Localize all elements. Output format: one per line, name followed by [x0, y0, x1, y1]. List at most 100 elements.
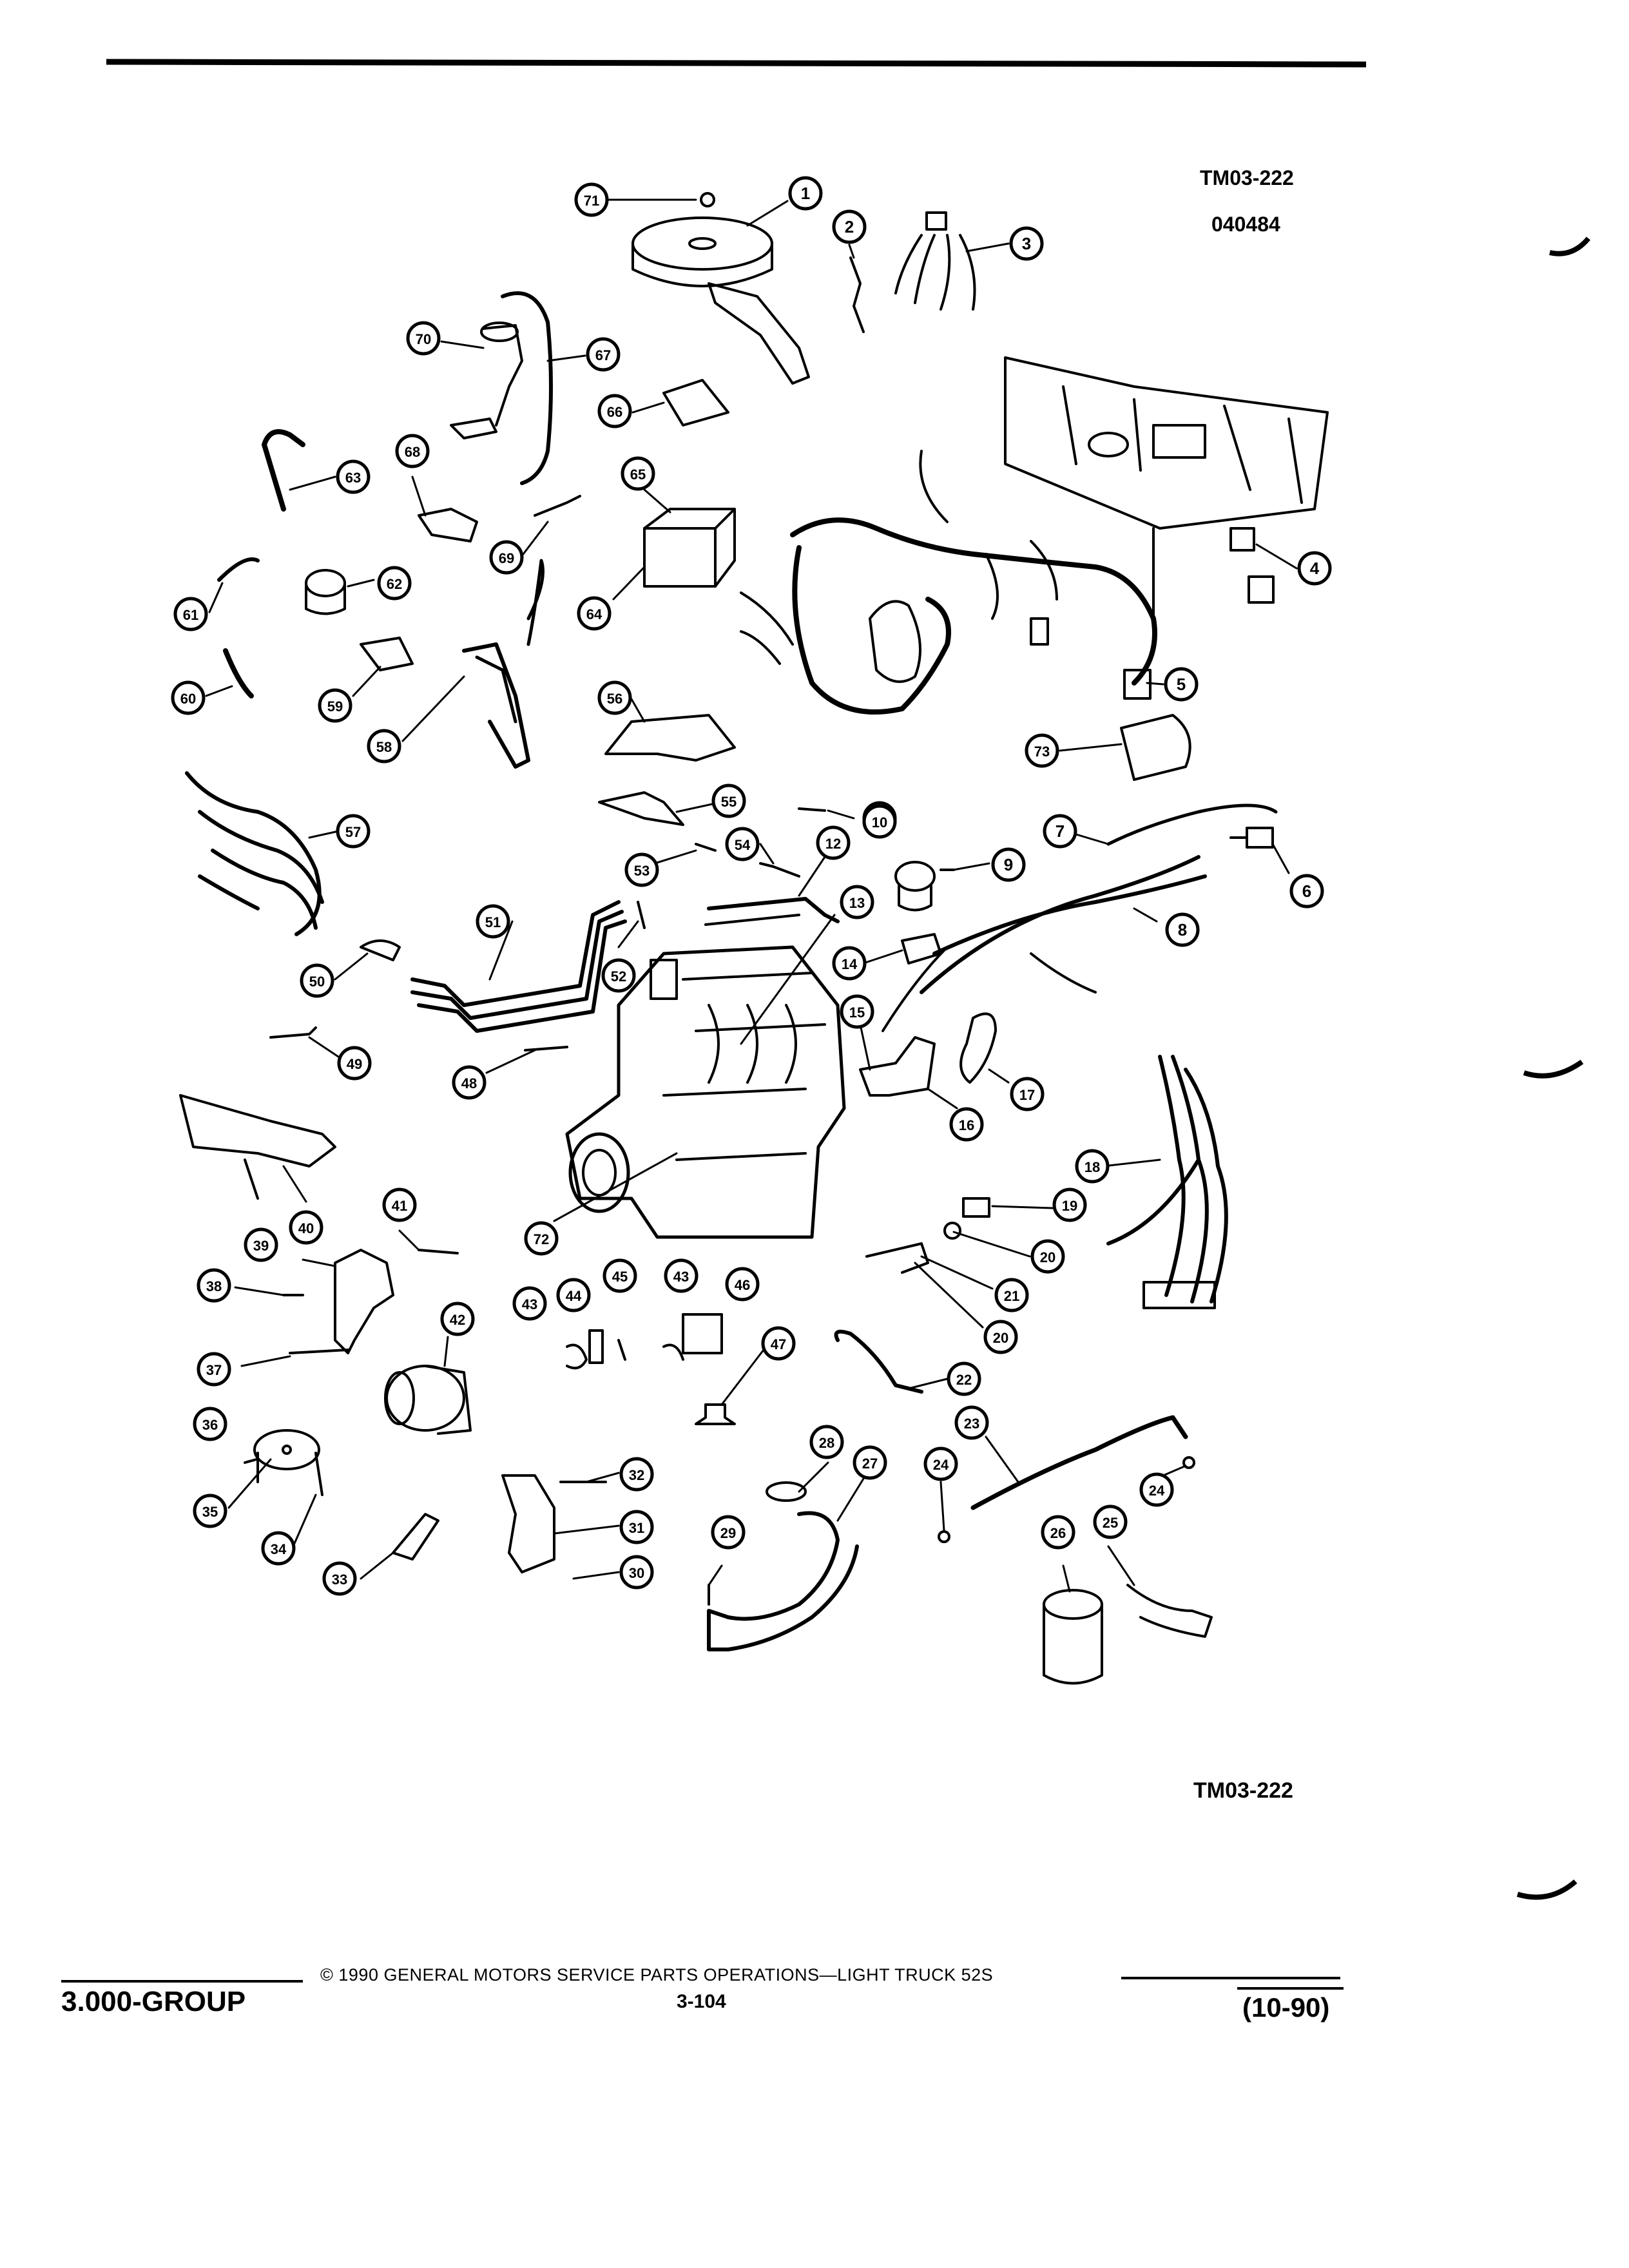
callout-number: 55	[721, 794, 737, 810]
callout-circle	[367, 729, 401, 764]
callout-number: 45	[612, 1269, 628, 1285]
callout-number: 25	[1103, 1515, 1118, 1531]
callout-number: 73	[1034, 744, 1050, 760]
callout-circle	[621, 456, 655, 491]
bracket-part	[360, 637, 414, 671]
callout-6: 6	[1289, 874, 1324, 908]
revision-date: (10-90)	[1242, 1992, 1330, 2023]
callout-circle	[586, 337, 621, 372]
callout-31: 31	[619, 1510, 654, 1544]
callout-41: 41	[382, 1187, 417, 1222]
callout-circle	[1025, 733, 1059, 768]
callout-57: 57	[336, 814, 371, 849]
callout-68: 68	[395, 434, 430, 468]
callout-number: 62	[387, 576, 402, 592]
callout-number: 69	[499, 550, 514, 566]
callout-32: 32	[619, 1457, 654, 1492]
top-rule	[106, 59, 1367, 68]
callout-number: 54	[735, 837, 751, 853]
fitting-part	[1182, 1456, 1195, 1469]
fitting-part	[637, 901, 646, 929]
callout-number: 27	[862, 1456, 878, 1472]
callout-circle	[452, 1065, 487, 1100]
binder-mark	[1516, 1879, 1577, 1900]
callout-number: 58	[376, 739, 392, 755]
sensor-part	[534, 495, 581, 517]
fastener-part	[617, 1339, 626, 1361]
callout-number: 56	[607, 691, 622, 707]
callout-circle	[1010, 1077, 1045, 1111]
vacuum-line-part	[970, 1415, 1188, 1510]
callout-number: 46	[735, 1277, 750, 1293]
callout-58: 58	[367, 729, 401, 764]
callout-14: 14	[832, 946, 867, 981]
callout-number: 36	[202, 1417, 218, 1433]
callout-circle	[1139, 1472, 1174, 1507]
callout-71: 71	[574, 182, 609, 217]
valve-part	[682, 1313, 723, 1354]
callout-circle	[602, 1258, 637, 1293]
bolt-part	[289, 1349, 349, 1354]
hose-part	[849, 256, 865, 333]
callout-number: 8	[1178, 920, 1187, 939]
callout-13: 13	[840, 885, 874, 919]
callout-number: 20	[1040, 1249, 1055, 1265]
callout-43: 43	[512, 1286, 547, 1321]
callout-circle	[947, 1361, 981, 1396]
callout-5: 5	[1164, 667, 1199, 702]
callout-number: 57	[345, 824, 361, 840]
callout-number: 66	[607, 404, 622, 420]
callout-24: 24	[1139, 1472, 1174, 1507]
callout-8: 8	[1165, 912, 1200, 947]
binder-mark	[1523, 1059, 1584, 1079]
callout-26: 26	[1041, 1515, 1075, 1550]
callout-19: 19	[1052, 1187, 1087, 1222]
callout-28: 28	[809, 1425, 844, 1459]
callout-40: 40	[289, 1210, 323, 1245]
callout-53: 53	[624, 852, 659, 887]
callout-number: 4	[1310, 559, 1320, 578]
callout-circle	[725, 1267, 760, 1302]
callout-44: 44	[556, 1278, 591, 1312]
callout-15: 15	[840, 994, 874, 1029]
callout-number: 1	[801, 184, 810, 203]
figure-code-bottom: TM03-222	[1193, 1778, 1293, 1803]
callout-number: 32	[629, 1467, 644, 1483]
callout-number: 24	[933, 1457, 949, 1473]
callout-number: 24	[1149, 1483, 1165, 1499]
egr-valve-part	[894, 861, 955, 912]
callout-3: 3	[1009, 226, 1044, 261]
callout-circle	[382, 1187, 417, 1222]
strap-part	[1126, 1584, 1213, 1638]
callout-1: 1	[788, 176, 823, 211]
callout-69: 69	[489, 540, 524, 575]
bracket-part	[418, 508, 478, 543]
plug-wires-part	[462, 559, 545, 769]
callout-circle	[601, 958, 636, 993]
callout-number: 15	[849, 1004, 865, 1021]
callout-number: 43	[522, 1296, 537, 1312]
callout-leader-lines	[205, 198, 1298, 1593]
callout-circle	[832, 946, 867, 981]
hose-part	[223, 648, 254, 698]
callout-circle	[983, 1320, 1018, 1354]
callout-number: 34	[271, 1541, 287, 1557]
sensor-part	[1229, 827, 1274, 849]
distributor-part	[450, 322, 523, 439]
pulley-part	[253, 1429, 323, 1496]
callout-30: 30	[619, 1555, 654, 1590]
bolt-part	[244, 1458, 258, 1464]
sensor-part	[305, 569, 346, 615]
callout-46: 46	[725, 1267, 760, 1302]
callout-47: 47	[761, 1326, 796, 1361]
callout-number: 52	[611, 968, 626, 985]
callout-number: 10	[872, 814, 887, 831]
callout-48: 48	[452, 1065, 487, 1100]
callout-circle	[574, 182, 609, 217]
group-label: 3.000-GROUP	[61, 1986, 246, 2017]
callout-number: 51	[485, 914, 501, 930]
figure-date-code: 040484	[1211, 213, 1280, 236]
callout-circle	[1289, 874, 1324, 908]
callout-circle	[406, 321, 441, 356]
callout-number: 38	[206, 1278, 222, 1294]
